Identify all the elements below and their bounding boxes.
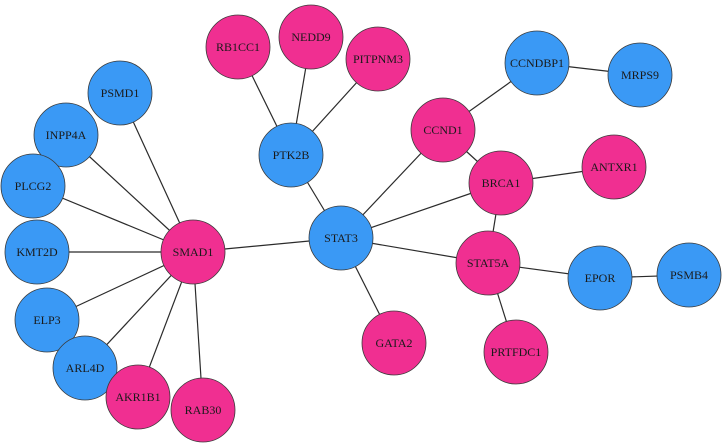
node-label: INPP4A: [46, 128, 87, 142]
node-circle: [105, 364, 171, 430]
node-nedd9: NEDD9: [278, 4, 344, 70]
node-circle: [567, 245, 633, 311]
node-label: SMAD1: [173, 245, 214, 259]
node-smad1: SMAD1: [160, 219, 226, 285]
node-circle: [278, 4, 344, 70]
node-label: ANTXR1: [590, 160, 637, 174]
node-circle: [468, 150, 534, 216]
node-rab30: RAB30: [170, 377, 236, 443]
node-label: STAT3: [324, 231, 358, 245]
node-circle: [504, 30, 570, 96]
node-antxr1: ANTXR1: [581, 134, 647, 200]
node-psmd1: PSMD1: [87, 60, 153, 126]
node-kmt2d: KMT2D: [4, 219, 70, 285]
node-label: KMT2D: [16, 245, 58, 259]
node-label: EPOR: [585, 271, 616, 285]
node-label: NEDD9: [291, 30, 330, 44]
node-elp3: ELP3: [14, 287, 80, 353]
node-label: RAB30: [185, 403, 222, 417]
node-akr1b1: AKR1B1: [105, 364, 171, 430]
node-arl4d: ARL4D: [52, 335, 118, 401]
node-label: CCNDBP1: [510, 56, 564, 70]
node-label: PTK2B: [273, 148, 310, 162]
node-circle: [607, 42, 673, 108]
node-psmb4: PSMB4: [656, 242, 722, 308]
node-plcg2: PLCG2: [0, 153, 66, 219]
node-circle: [361, 310, 427, 376]
node-label: ELP3: [33, 313, 60, 327]
node-label: GATA2: [375, 336, 412, 350]
node-circle: [345, 26, 411, 92]
node-circle: [4, 219, 70, 285]
node-gata2: GATA2: [361, 310, 427, 376]
node-circle: [52, 335, 118, 401]
node-circle: [308, 205, 374, 271]
node-prtfdc1: PRTFDC1: [483, 319, 549, 385]
node-label: ARL4D: [66, 361, 105, 375]
node-ptk2b: PTK2B: [258, 122, 324, 188]
node-label: BRCA1: [482, 176, 521, 190]
node-label: CCND1: [423, 123, 462, 137]
node-stat5a: STAT5A: [455, 230, 521, 296]
node-pitpnm3: PITPNM3: [345, 26, 411, 92]
node-brca1: BRCA1: [468, 150, 534, 216]
node-label: AKR1B1: [115, 390, 160, 404]
node-epor: EPOR: [567, 245, 633, 311]
node-label: MRPS9: [621, 68, 659, 82]
node-label: RB1CC1: [216, 40, 260, 54]
node-circle: [410, 97, 476, 163]
node-circle: [258, 122, 324, 188]
node-circle: [656, 242, 722, 308]
node-circle: [205, 14, 271, 80]
node-ccndbp1: CCNDBP1: [504, 30, 570, 96]
node-label: PLCG2: [15, 179, 52, 193]
node-ccnd1: CCND1: [410, 97, 476, 163]
node-circle: [170, 377, 236, 443]
node-stat3: STAT3: [308, 205, 374, 271]
node-inpp4a: INPP4A: [33, 102, 99, 168]
node-circle: [581, 134, 647, 200]
node-label: PRTFDC1: [491, 345, 542, 359]
node-circle: [14, 287, 80, 353]
node-mrps9: MRPS9: [607, 42, 673, 108]
node-circle: [483, 319, 549, 385]
node-circle: [0, 153, 66, 219]
node-label: PSMD1: [101, 86, 140, 100]
node-rb1cc1: RB1CC1: [205, 14, 271, 80]
node-circle: [87, 60, 153, 126]
node-circle: [33, 102, 99, 168]
node-circle: [455, 230, 521, 296]
node-label: STAT5A: [467, 256, 510, 270]
node-label: PSMB4: [670, 268, 708, 282]
node-circle: [160, 219, 226, 285]
node-label: PITPNM3: [353, 52, 403, 66]
